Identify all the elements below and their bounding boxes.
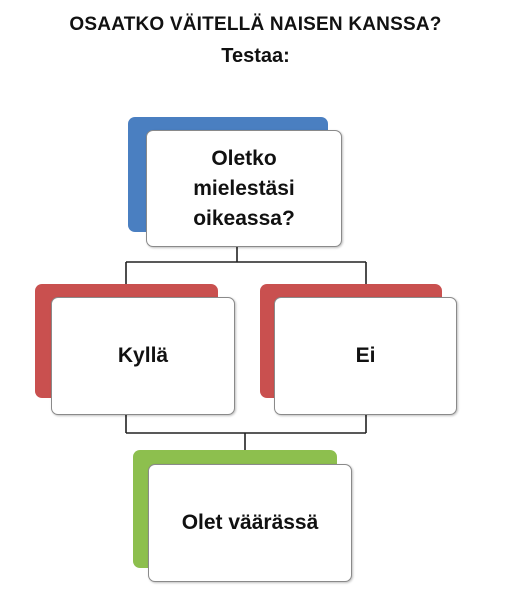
question-node-card: Oletko mielestäsi oikeassa? xyxy=(146,130,342,247)
connector-top xyxy=(125,246,367,285)
question-line-1: Oletko xyxy=(211,146,277,170)
yes-node-card: Kyllä xyxy=(51,297,235,415)
connector-bottom xyxy=(125,414,367,452)
result-node-card: Olet väärässä xyxy=(148,464,352,582)
question-line-3: oikeassa? xyxy=(193,206,295,230)
no-node-card: Ei xyxy=(274,297,457,415)
question-line-2: mielestäsi xyxy=(193,176,295,200)
page-subtitle: Testaa: xyxy=(221,45,290,67)
no-label: Ei xyxy=(355,344,376,367)
page-title: OSAATKO VÄITELLÄ NAISEN KANSSA? xyxy=(69,14,442,35)
yes-label: Kyllä xyxy=(117,344,169,367)
result-label: Olet väärässä xyxy=(181,511,319,534)
